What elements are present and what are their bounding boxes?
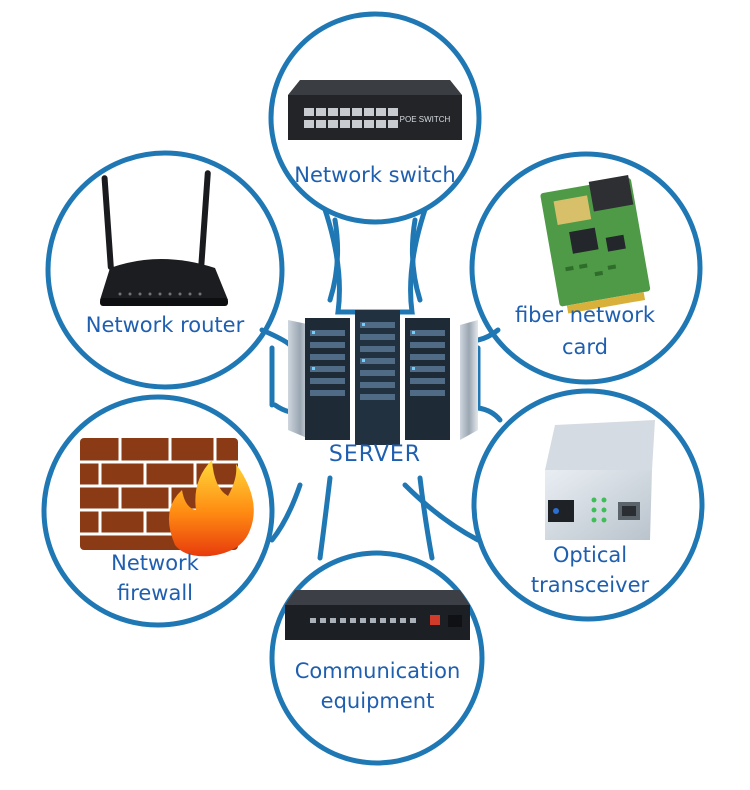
switch-device: POE SWITCH (288, 80, 462, 140)
label-firewall-line1: Network (111, 551, 199, 575)
label-transceiver: Optical transceiver (515, 540, 665, 600)
label-comm: Communication equipment (280, 656, 475, 716)
label-comm-line2: equipment (320, 689, 435, 713)
label-switch: Network switch (280, 160, 470, 190)
label-router: Network router (70, 310, 260, 340)
fiber-card-device (540, 174, 651, 314)
switch-device-label: POE SWITCH (400, 115, 451, 124)
comm-device (285, 590, 470, 640)
label-card: fiber network card (495, 300, 675, 362)
label-transceiver-line2: transceiver (530, 573, 650, 597)
server-label: SERVER (328, 442, 422, 467)
label-comm-line1: Communication (294, 659, 461, 683)
router-device (100, 170, 228, 306)
label-firewall-line2: firewall (116, 581, 194, 605)
label-transceiver-line1: Optical (552, 543, 628, 567)
label-switch-text: Network switch (294, 163, 456, 187)
label-card-line2: card (561, 335, 608, 359)
firewall-device (80, 438, 254, 557)
label-card-line1: fiber network (514, 303, 656, 327)
label-firewall: Network firewall (80, 548, 230, 608)
label-router-text: Network router (85, 313, 245, 337)
server-device (288, 310, 478, 445)
transceiver-device (545, 420, 655, 540)
